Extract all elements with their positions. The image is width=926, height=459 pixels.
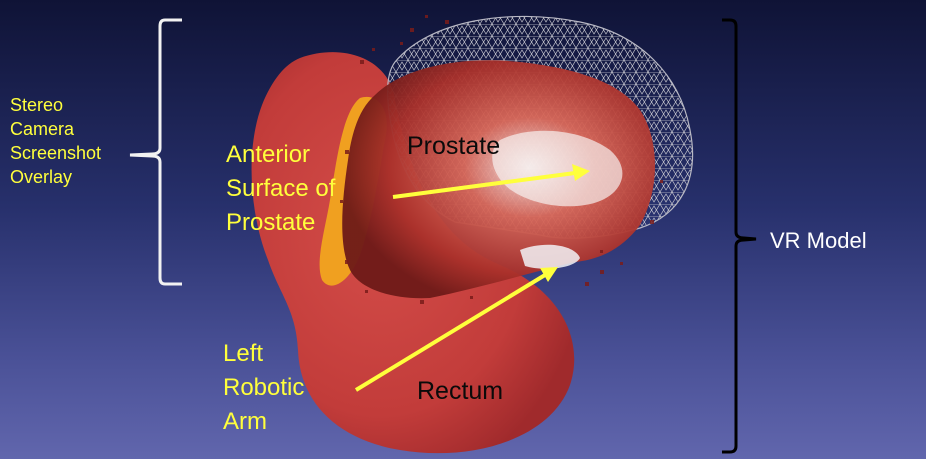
left-robotic-arm-label: Left Robotic Arm	[223, 337, 304, 439]
anterior-surface-label: Anterior Surface of Prostate	[226, 138, 335, 240]
vr-model-bracket	[722, 20, 756, 452]
stereo-overlay-bracket	[130, 20, 182, 284]
rectum-label: Rectum	[417, 376, 503, 406]
prostate-label: Prostate	[407, 131, 500, 161]
vr-model-label: VR Model	[770, 228, 867, 254]
stereo-overlay-label: Stereo Camera Screenshot Overlay	[10, 93, 101, 189]
